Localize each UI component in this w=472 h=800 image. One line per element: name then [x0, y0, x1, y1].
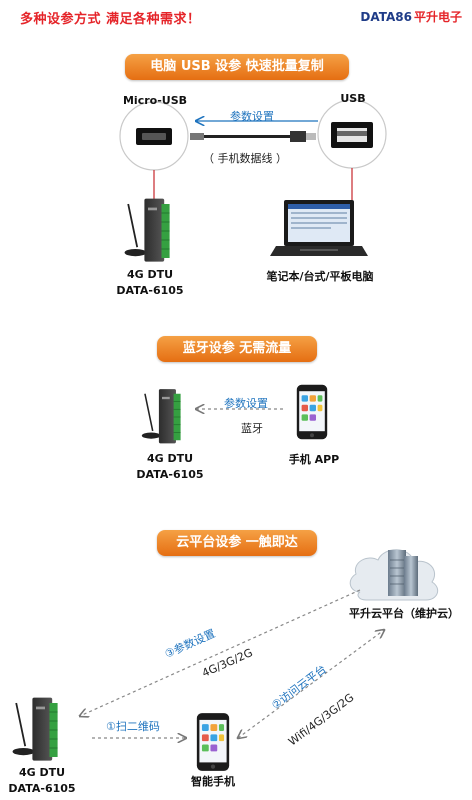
cloud-device-model: DATA-6105 [8, 782, 76, 795]
micro-usb-label: Micro-USB [122, 94, 188, 107]
dtu-device-icon-1 [123, 197, 171, 263]
bt-param-label: 参数设置 [224, 397, 268, 410]
computer-label: 笔记本/台式/平板电脑 [266, 270, 374, 283]
usb-param-label: 参数设置 [230, 110, 274, 123]
cloud-to-dtu-arrow [80, 589, 361, 716]
banner-cloud: 云平台设参 一触即达 [157, 530, 317, 556]
brand-en: DATA86 [360, 10, 412, 24]
bt-device-model: DATA-6105 [136, 468, 204, 481]
bt-device-name: 4G DTU [146, 452, 194, 465]
usb-device-model: DATA-6105 [116, 284, 184, 297]
bt-label: 蓝牙 [241, 422, 263, 435]
usb-label: USB [340, 92, 366, 105]
headline: 多种设参方式 满足各种需求！ [20, 12, 201, 27]
smartphone-icon [196, 713, 230, 771]
usb-device-name: 4G DTU [126, 268, 174, 281]
cloud-platform-icon [349, 549, 439, 601]
brand-cn: 平升电子 [413, 10, 462, 24]
banner-usb: 电脑 USB 设参 快速批量复制 [125, 54, 349, 80]
cloud-platform-label: 平升云平台（维护云） [349, 607, 459, 620]
phone-app-icon [296, 384, 328, 440]
phone-app-label: 手机 APP [288, 453, 340, 466]
laptop-icon [270, 200, 368, 256]
usb-cable-icon [190, 133, 204, 140]
banner-bluetooth: 蓝牙设参 无需流量 [157, 336, 317, 362]
cable-label: （ 手机数据线 ） [203, 152, 287, 165]
smartphone-label: 智能手机 [191, 775, 235, 788]
dtu-device-icon-2 [140, 388, 182, 445]
step1-label: ①扫二维码 [106, 720, 160, 733]
phone-cloud-arrow [238, 630, 384, 738]
dtu-device-icon-3 [11, 696, 59, 762]
cloud-device-name: 4G DTU [18, 766, 66, 779]
